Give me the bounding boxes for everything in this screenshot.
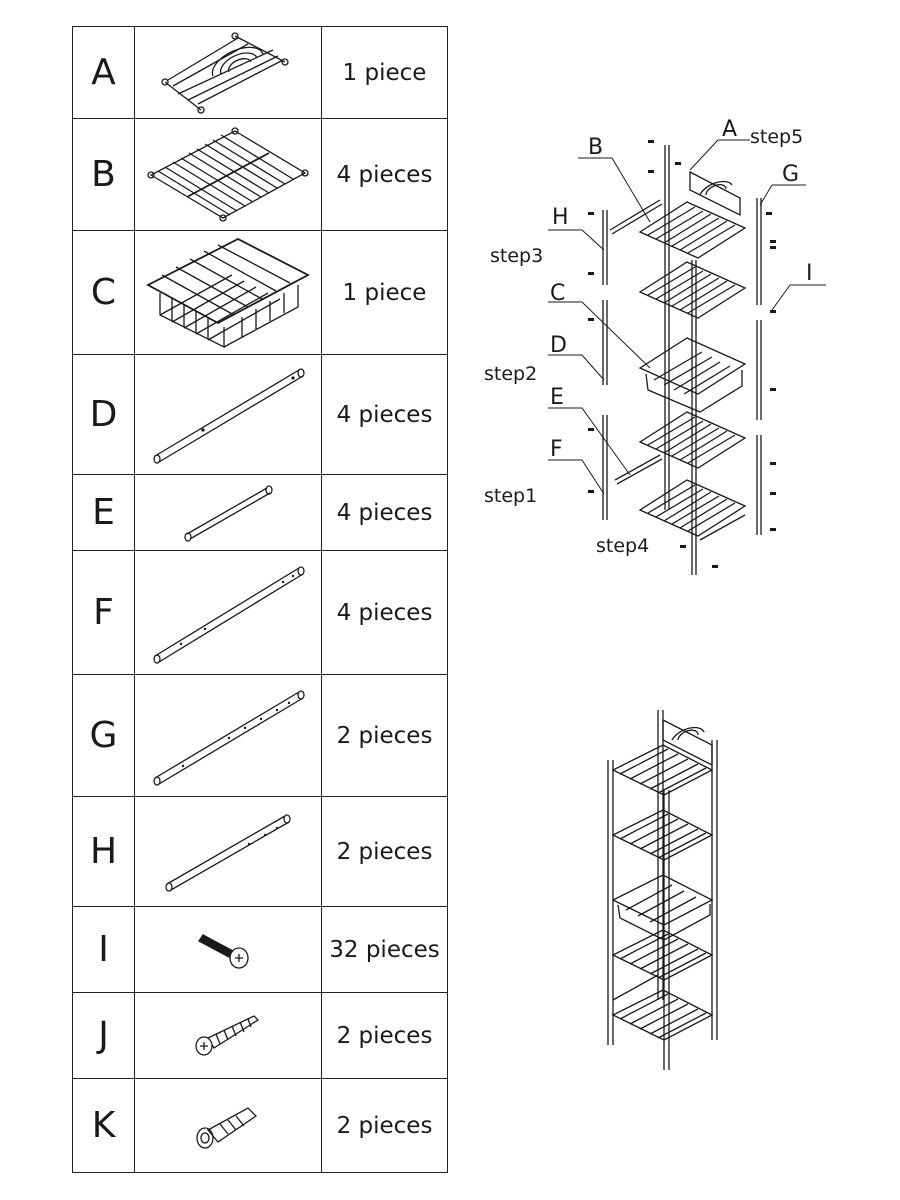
wall-anchor-icon: [196, 1106, 258, 1149]
part-row-b: B 4 pieces: [72, 118, 448, 231]
long-rod-with-holes-icon: [153, 565, 305, 664]
label-d: D: [550, 333, 567, 358]
wire-basket-icon: [146, 237, 310, 348]
part-row-f: F 4 pieces: [72, 550, 448, 675]
long-rod-icon: [153, 367, 305, 464]
step-2-label: step2: [484, 363, 537, 385]
part-letter: B: [72, 118, 135, 231]
exploded-assembly-diagram: A B G H I C D E F step5 step3 step2 step…: [484, 117, 826, 575]
part-letter: D: [72, 354, 135, 475]
assembled-shelf-illustration: [607, 710, 718, 1070]
part-image: [134, 118, 322, 231]
label-c: C: [550, 281, 565, 306]
step-1-label: step1: [484, 485, 537, 507]
label-a: A: [722, 117, 737, 142]
part-row-d: D 4 pieces: [72, 354, 448, 475]
part-image: [134, 354, 322, 475]
part-row-h: H 2 pieces: [72, 796, 448, 907]
part-row-k: K 2 pieces: [72, 1078, 448, 1173]
step-3-label: step3: [490, 245, 543, 267]
part-letter: C: [72, 230, 135, 355]
part-image: [134, 906, 322, 993]
part-quantity: 2 pieces: [321, 674, 448, 797]
part-quantity: 2 pieces: [321, 796, 448, 907]
part-letter: E: [72, 474, 135, 551]
part-quantity: 2 pieces: [321, 1078, 448, 1173]
part-row-i: I 32 pieces: [72, 906, 448, 993]
part-quantity: 32 pieces: [321, 906, 448, 993]
part-quantity: 4 pieces: [321, 118, 448, 231]
part-letter: G: [72, 674, 135, 797]
part-row-j: J 2 pieces: [72, 992, 448, 1079]
label-e: E: [550, 385, 564, 410]
part-image: [134, 796, 322, 907]
part-row-e: E 4 pieces: [72, 474, 448, 551]
part-quantity: 4 pieces: [321, 474, 448, 551]
step-5-label: step5: [750, 126, 803, 148]
label-i: I: [806, 261, 813, 286]
part-letter: H: [72, 796, 135, 907]
part-image: [134, 474, 322, 551]
part-quantity: 4 pieces: [321, 550, 448, 675]
part-quantity: 4 pieces: [321, 354, 448, 475]
part-image: [134, 230, 322, 355]
part-quantity: 1 piece: [321, 230, 448, 355]
part-quantity: 2 pieces: [321, 992, 448, 1079]
parts-list-table: A 1 piece B: [72, 26, 448, 1173]
long-rod-with-holes-icon: [153, 689, 305, 786]
part-letter: K: [72, 1078, 135, 1173]
step-4-label: step4: [596, 535, 649, 557]
short-rod-icon: [184, 484, 273, 542]
part-image: [134, 1078, 322, 1173]
part-row-c: C 1 piece: [72, 230, 448, 355]
part-letter: F: [72, 550, 135, 675]
part-letter: I: [72, 906, 135, 993]
machine-screw-icon: [198, 933, 249, 969]
wood-screw-icon: [195, 1014, 260, 1056]
part-image: [134, 550, 322, 675]
part-image: [134, 674, 322, 797]
label-f: F: [550, 437, 563, 462]
shelf-rack-icon: [147, 126, 309, 222]
part-row-a: A 1 piece: [72, 26, 448, 119]
top-rack-with-arc-icon: [161, 31, 289, 114]
part-letter: J: [72, 992, 135, 1079]
part-image: [134, 26, 322, 119]
part-quantity: 1 piece: [321, 26, 448, 119]
label-b: B: [588, 135, 603, 160]
part-row-g: G 2 pieces: [72, 674, 448, 797]
label-h: H: [552, 205, 569, 230]
label-g: G: [782, 162, 799, 187]
medium-rod-icon: [165, 813, 291, 892]
part-image: [134, 992, 322, 1079]
part-letter: A: [72, 26, 135, 119]
